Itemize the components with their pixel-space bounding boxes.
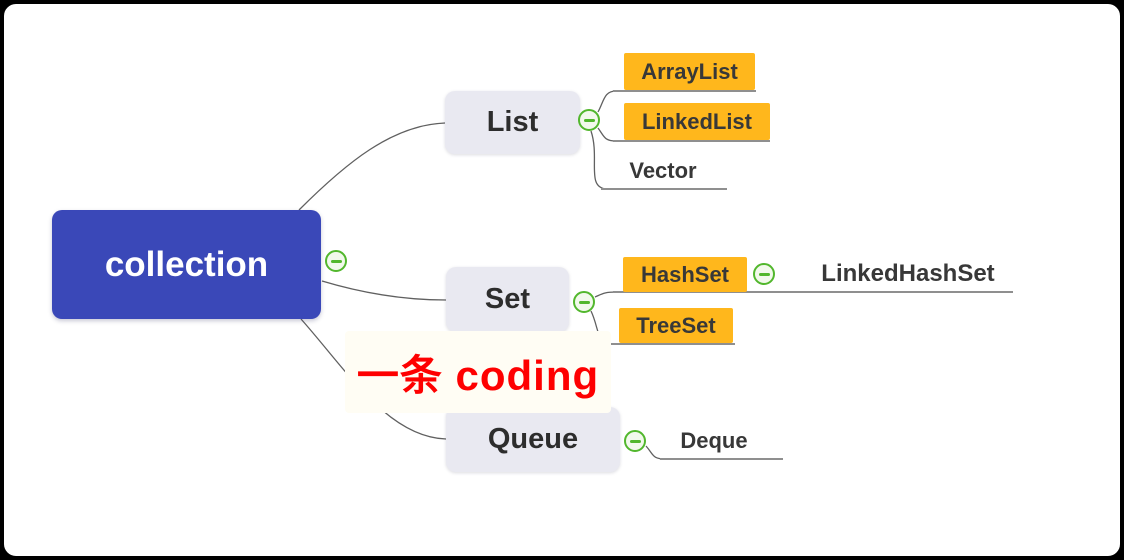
node-linkedlist[interactable]: LinkedList bbox=[624, 103, 770, 140]
node-treeset[interactable]: TreeSet bbox=[619, 308, 733, 343]
collapse-minus-icon-collection[interactable] bbox=[325, 250, 347, 272]
node-deque[interactable]: Deque bbox=[680, 428, 748, 453]
node-vector[interactable]: Vector bbox=[629, 158, 697, 183]
minus-bar bbox=[578, 300, 590, 304]
collapse-minus-icon-list[interactable] bbox=[578, 109, 600, 131]
node-linkedhashset[interactable]: LinkedHashSet bbox=[821, 260, 995, 287]
node-set[interactable]: Set bbox=[446, 267, 569, 332]
minus-bar bbox=[330, 259, 342, 263]
node-list[interactable]: List bbox=[445, 91, 580, 154]
node-collection[interactable]: collection bbox=[52, 210, 321, 319]
collapse-minus-icon-hashset[interactable] bbox=[753, 263, 775, 285]
watermark-text: 一条 coding bbox=[345, 331, 611, 413]
node-queue[interactable]: Queue bbox=[446, 407, 620, 472]
minus-bar bbox=[758, 272, 770, 276]
node-arraylist[interactable]: ArrayList bbox=[624, 53, 755, 90]
minus-bar bbox=[583, 118, 595, 122]
node-hashset[interactable]: HashSet bbox=[623, 257, 747, 292]
minus-bar bbox=[629, 439, 641, 443]
collapse-minus-icon-queue[interactable] bbox=[624, 430, 646, 452]
collapse-minus-icon-set[interactable] bbox=[573, 291, 595, 313]
